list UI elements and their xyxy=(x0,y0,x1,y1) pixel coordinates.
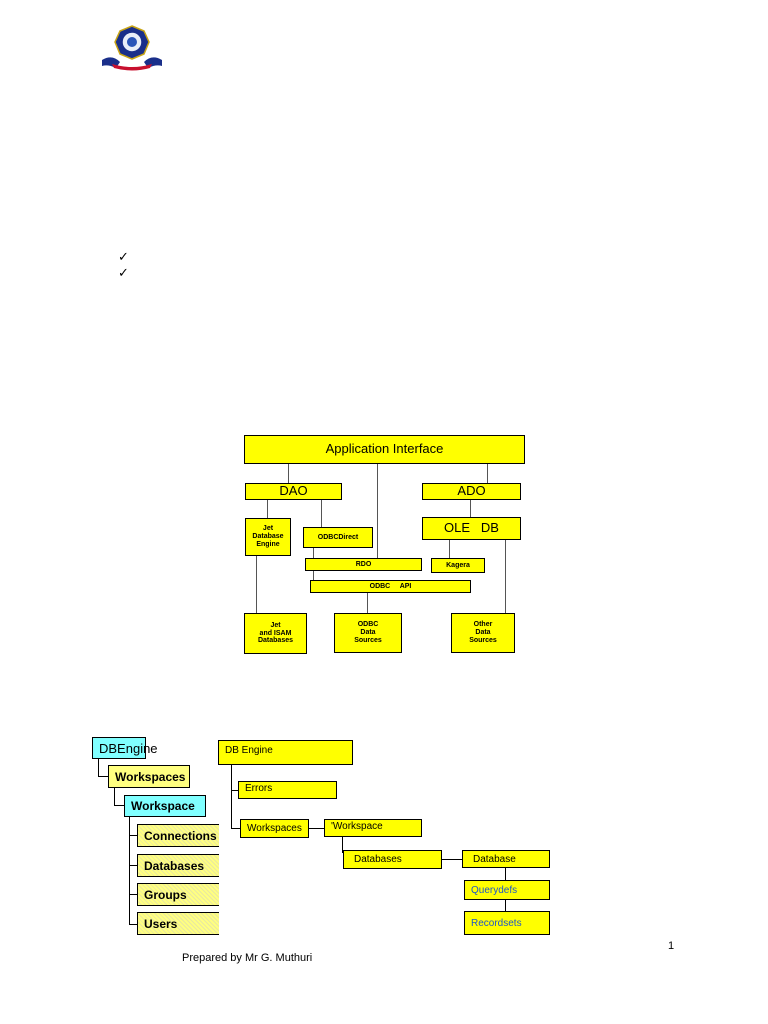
connector-line xyxy=(288,463,289,484)
jet-database-engine-box: Jet Database Engine xyxy=(245,518,291,556)
odbc-data-sources-box: ODBC Data Sources xyxy=(334,613,402,653)
db-engine-box: DB Engine xyxy=(218,740,353,765)
connector-line xyxy=(367,593,368,613)
database-box: Database xyxy=(462,850,550,868)
querydefs-box: Querydefs xyxy=(464,880,550,900)
connector-line xyxy=(309,828,324,829)
jet-isam-databases-box: Jet and ISAM Databases xyxy=(244,613,307,654)
workspace-box: 'Workspace xyxy=(324,819,422,837)
prepared-by-text: Prepared by Mr G. Muthuri xyxy=(182,952,313,964)
connector-line xyxy=(342,837,343,853)
dao-box: DAO xyxy=(245,483,342,500)
workspaces-node: Workspaces xyxy=(108,765,190,788)
kagera-box: Kagera xyxy=(431,558,485,573)
tree-line xyxy=(98,776,108,777)
errors-box: Errors xyxy=(238,781,337,799)
connector-line xyxy=(505,540,506,613)
odbcdirect-box: ODBCDirect xyxy=(303,527,373,548)
connector-line xyxy=(321,499,322,528)
connections-node: Connections xyxy=(137,824,219,847)
check-mark-icon: ✓ xyxy=(118,250,129,265)
ado-box: ADO xyxy=(422,483,521,500)
connector-line xyxy=(377,463,378,558)
odbc-api-box: ODBC API xyxy=(310,580,471,593)
connector-line xyxy=(487,463,488,484)
connector-line xyxy=(505,868,506,880)
connector-line xyxy=(505,899,506,911)
institution-crest-icon xyxy=(100,24,164,72)
rdo-box: RDO xyxy=(305,558,422,571)
recordsets-box: Recordsets xyxy=(464,911,550,935)
dbengine-node: DBEngine xyxy=(92,737,158,759)
users-node: Users xyxy=(137,912,219,935)
page-number: 1 xyxy=(668,940,675,952)
ole-db-box: OLE DB xyxy=(422,517,521,540)
workspaces-box: Workspaces xyxy=(240,819,309,838)
tree-line xyxy=(129,894,137,895)
connector-line xyxy=(470,500,471,517)
check-mark-icon: ✓ xyxy=(118,266,129,281)
application-interface-box: Application Interface xyxy=(244,435,525,464)
tree-line xyxy=(114,788,115,806)
tree-line xyxy=(98,758,99,777)
tree-line xyxy=(129,817,130,925)
tree-line xyxy=(129,835,137,836)
tree-line xyxy=(114,805,124,806)
tree-line xyxy=(129,865,137,866)
connector-line xyxy=(442,859,462,860)
connector-line xyxy=(231,764,232,829)
other-data-sources-box: Other Data Sources xyxy=(451,613,515,653)
connector-line xyxy=(449,540,450,558)
connector-line xyxy=(267,499,268,519)
groups-node: Groups xyxy=(137,883,219,906)
connector-line xyxy=(231,828,240,829)
connector-line xyxy=(231,790,238,791)
tree-line xyxy=(129,924,137,925)
databases-node: Databases xyxy=(137,854,219,877)
connector-line xyxy=(256,556,257,613)
databases-box: Databases xyxy=(343,850,442,869)
workspace-node: Workspace xyxy=(124,795,206,817)
